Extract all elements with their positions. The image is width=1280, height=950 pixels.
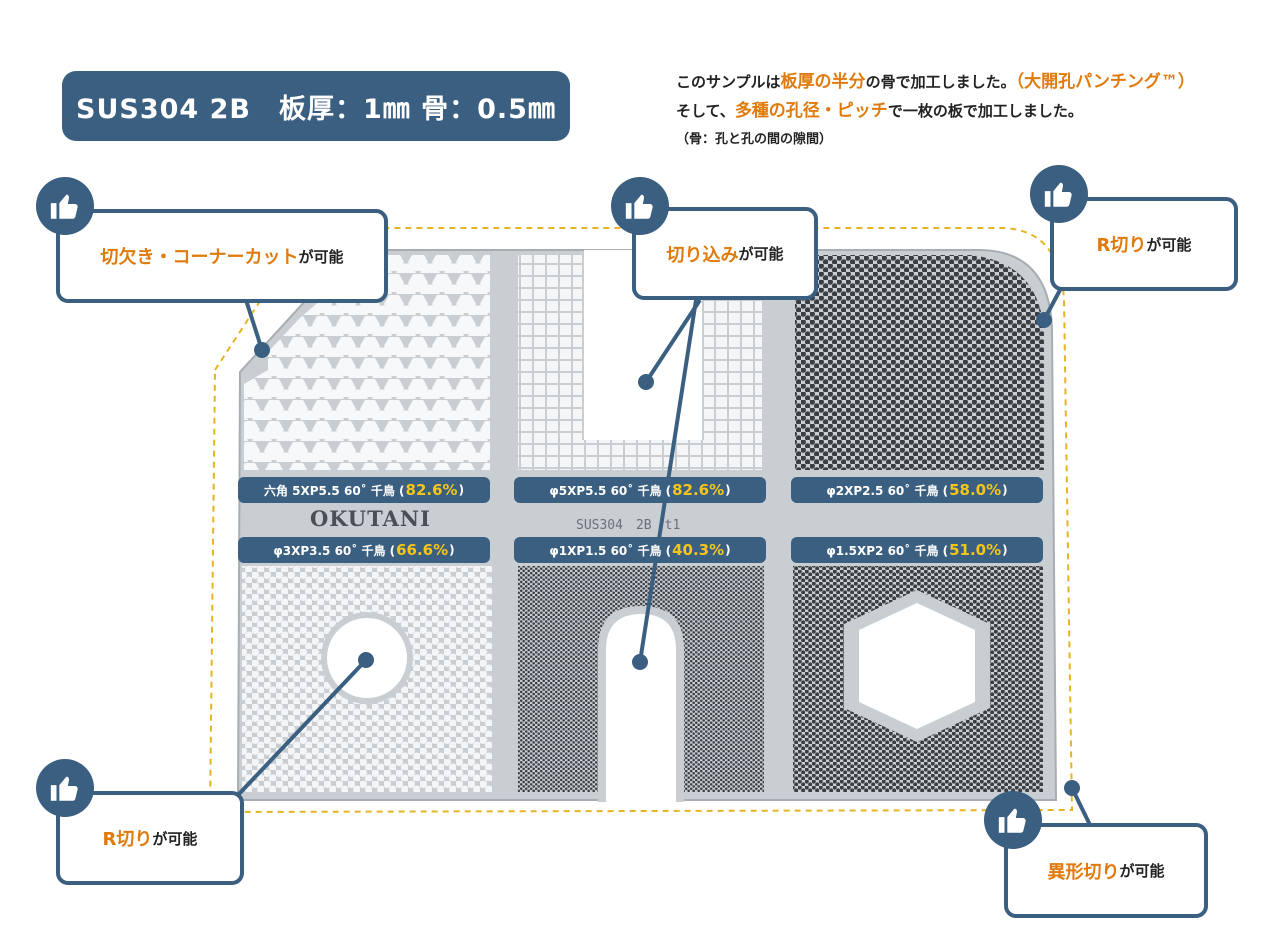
intro-line2-post: で一枚の板で加工しました。 (887, 102, 1083, 120)
leader-corner-cut (244, 299, 264, 351)
callout-corner-cut: 切欠き・コーナーカットが可能 (56, 209, 388, 303)
intro-line1-highlight-2: （大開孔パンチング™） (1015, 72, 1195, 92)
bottom-slot (606, 614, 676, 805)
leader-r-cut-bottom (236, 658, 368, 797)
thumbs-up-icon (611, 177, 669, 235)
dot-zone-2mm (795, 255, 1044, 470)
intro-line-1: このサンプルは板厚の半分の骨で加工しました。（大開孔パンチング™） (676, 68, 1266, 97)
engraved-brand: OKUTANI (310, 506, 431, 531)
spec-label-hex-5: 六角 5XP5.5 60˚ 千鳥 (82.6%) (238, 477, 490, 503)
leader-notch-1 (644, 298, 702, 384)
thumbs-up-icon (984, 791, 1042, 849)
intro-line-2: そして、多種の孔径・ピッチで一枚の板で加工しました。 (676, 97, 1266, 126)
intro-line1-highlight-1: 板厚の半分 (780, 72, 866, 92)
thumbs-up-icon (1030, 165, 1088, 223)
spec-label-round-1-5: φ1.5XP2 60˚ 千鳥 (51.0%) (791, 537, 1043, 563)
callout-odd-shape: 異形切りが可能 (1004, 823, 1208, 918)
thumbs-up-icon (36, 759, 94, 817)
engraved-mark: SUS304 2B t1 (576, 518, 681, 533)
thumbs-up-icon (36, 177, 94, 235)
callout-r-cut-top: R切りが可能 (1050, 197, 1238, 291)
intro-line-3: （骨：孔と孔の間の隙間） (676, 132, 833, 147)
intro-line1-pre: このサンプルは (676, 73, 781, 91)
hexagon-hole (859, 603, 975, 729)
intro-text: このサンプルは板厚の半分の骨で加工しました。（大開孔パンチング™） そして、多種… (676, 68, 1266, 154)
spec-label-round-2: φ2XP2.5 60˚ 千鳥 (58.0%) (791, 477, 1043, 503)
hex-hole-zone (244, 255, 490, 470)
intro-line1-mid: の骨で加工しました。 (865, 73, 1016, 91)
spec-label-round-3: φ3XP3.5 60˚ 千鳥 (66.6%) (238, 537, 490, 563)
spec-label-round-5: φ5XP5.5 60˚ 千鳥 (82.6%) (514, 477, 766, 503)
title-banner: SUS304 2B 板厚：1㎜ 骨：0.5㎜ (62, 71, 570, 141)
intro-line2-highlight: 多種の孔径・ピッチ (734, 101, 888, 121)
spec-label-round-1: φ1XP1.5 60˚ 千鳥 (40.3%) (514, 537, 766, 563)
title-text: SUS304 2B 板厚：1㎜ 骨：0.5㎜ (76, 93, 556, 125)
callout-r-cut-bottom: R切りが可能 (56, 791, 244, 885)
square-hole-zone (518, 255, 762, 470)
intro-line2-pre: そして、 (676, 102, 735, 120)
